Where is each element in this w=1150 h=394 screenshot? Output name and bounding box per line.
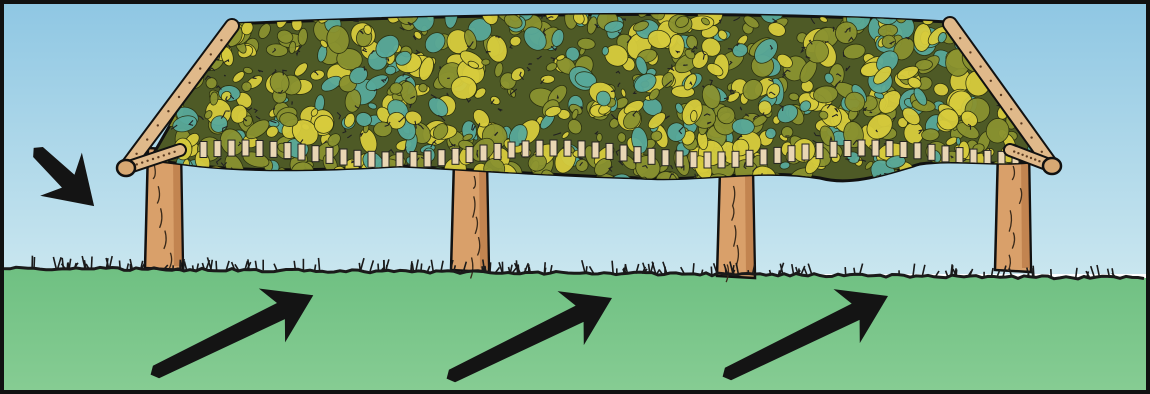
grass-blade <box>748 270 749 274</box>
grass-blade <box>711 267 712 275</box>
grass-blade <box>359 263 360 271</box>
grass-blade <box>315 265 316 271</box>
shelter-post <box>995 150 1031 272</box>
grass-blade <box>193 265 194 269</box>
pole-end <box>1043 158 1061 174</box>
grass-blade <box>545 268 546 273</box>
grass-blade <box>130 264 131 269</box>
ground-field <box>4 268 1146 390</box>
grass-blade <box>319 258 320 271</box>
grass-blade <box>421 264 422 272</box>
grass-blade <box>612 261 613 274</box>
grass-blade <box>120 261 121 270</box>
grass-blade <box>702 270 703 275</box>
grass-blade <box>693 263 694 274</box>
grass-blade <box>490 262 491 272</box>
grass-blade <box>956 270 957 277</box>
grass-blade <box>384 260 385 272</box>
grass-blade <box>529 267 530 273</box>
grass-blade <box>1051 269 1052 277</box>
grass-blade <box>411 261 412 271</box>
grass-blade <box>91 257 92 269</box>
pole-end <box>117 160 135 176</box>
grass-blade <box>216 261 217 270</box>
grass-blade <box>845 267 846 275</box>
grass-blade <box>586 266 587 273</box>
grass-blade <box>726 268 727 274</box>
grass-blade <box>779 270 780 275</box>
grass-blade <box>34 257 35 268</box>
grass-blade <box>1033 266 1034 277</box>
grass-blade <box>378 264 379 272</box>
